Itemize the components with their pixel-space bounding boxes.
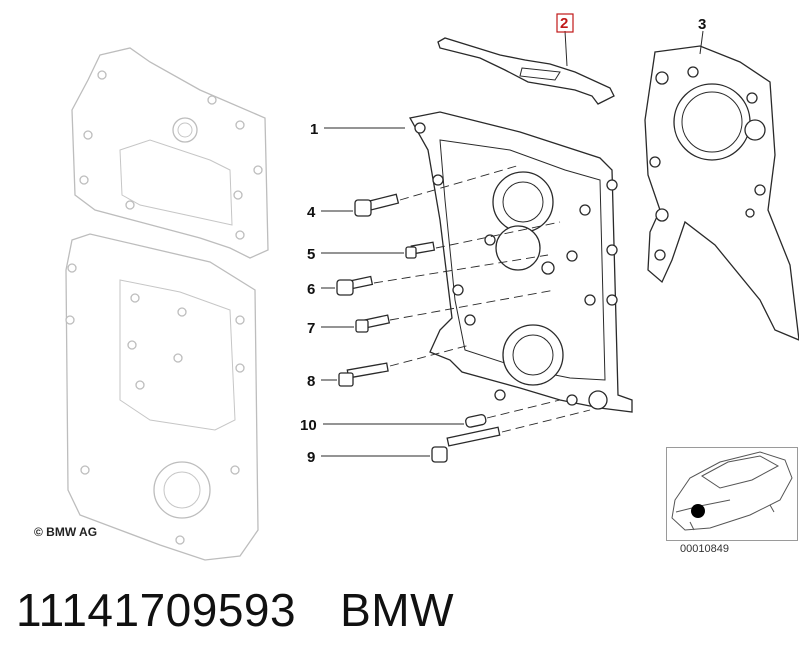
housing-part-1 bbox=[408, 111, 633, 413]
alignment-lines bbox=[373, 164, 591, 433]
callout-2: 2 bbox=[560, 15, 568, 32]
bolt-part-8 bbox=[338, 362, 389, 387]
ghost-upper-cover bbox=[71, 47, 269, 259]
bolt-part-9 bbox=[431, 426, 501, 463]
callout-2-highlight-box bbox=[556, 13, 574, 33]
callouts: 1 2 3 4 5 6 7 8 10 9 bbox=[300, 13, 706, 466]
brand-name: BMW bbox=[340, 584, 455, 636]
pin-part-10 bbox=[465, 414, 487, 428]
gasket-part-3 bbox=[644, 45, 799, 341]
copyright-label: © BMW AG bbox=[34, 525, 98, 539]
callout-8: 8 bbox=[307, 373, 315, 390]
bolt-part-4 bbox=[354, 193, 400, 217]
leader-lines bbox=[321, 30, 704, 457]
callout-4: 4 bbox=[307, 204, 316, 221]
callout-10: 10 bbox=[300, 417, 317, 434]
callout-9: 9 bbox=[307, 449, 315, 466]
callout-7: 7 bbox=[307, 320, 315, 337]
footer-caption: 11141709593 BMW bbox=[16, 583, 454, 637]
callout-6: 6 bbox=[307, 281, 315, 298]
callout-1: 1 bbox=[310, 121, 318, 138]
bolt-part-6 bbox=[336, 275, 374, 296]
car-reference-box bbox=[666, 447, 798, 541]
gasket-part-2 bbox=[437, 37, 615, 105]
callout-3: 3 bbox=[698, 16, 706, 33]
parts-diagram: 1 2 3 4 5 6 7 8 10 9 bbox=[65, 13, 799, 561]
ghost-lower-cover bbox=[65, 233, 259, 561]
bolt-part-5 bbox=[405, 241, 436, 259]
callout-5: 5 bbox=[307, 246, 315, 263]
bolt-part-7 bbox=[355, 314, 391, 333]
part-number: 11141709593 bbox=[16, 584, 297, 636]
reference-number: 00010849 bbox=[680, 543, 729, 555]
